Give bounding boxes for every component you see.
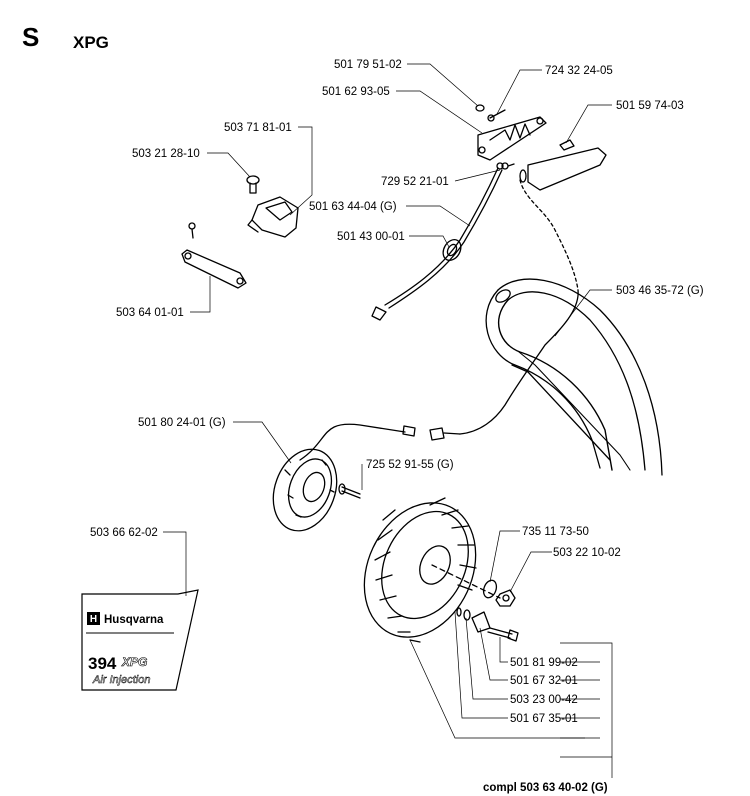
label-501-79-51-02: 501 79 51-02 (334, 59, 402, 71)
ignition-module-part (247, 196, 299, 238)
label-501-80-24-01: 501 80 24-01 (G) (138, 417, 226, 429)
decal-model-suffix: XPG (121, 655, 147, 669)
label-725-52-91-55: 725 52 91-55 (G) (366, 459, 454, 471)
screw-725-part (338, 483, 361, 499)
plate-503-64-part (181, 222, 247, 289)
label-503-21-28-10: 503 21 28-10 (132, 148, 200, 160)
decal-tagline: Air Injection (92, 674, 150, 686)
husqvarna-logo-icon (87, 612, 100, 625)
label-compl-503-63-40-02: compl 503 63 40-02 (G) (483, 782, 608, 794)
spring-part (456, 607, 462, 617)
screw-503-21-part (246, 175, 260, 194)
label-729-52-21-01: 729 52 21-01 (381, 176, 449, 188)
handle-bar-part (485, 278, 663, 476)
nut-501-79-part (475, 104, 485, 112)
label-503-71-81-01: 503 71 81-01 (224, 122, 292, 134)
bolt-501-81-part (487, 627, 519, 642)
leader-lines (163, 63, 613, 778)
screw-724-part (487, 109, 506, 122)
decal-part: H Husqvarna 394 XPG Air Injection (81, 589, 199, 691)
ignition-lead-part (371, 162, 504, 321)
section-letter: S (22, 22, 40, 52)
pawl-part (471, 611, 491, 633)
flywheel-part (363, 497, 477, 643)
label-501-63-44-04: 501 63 44-04 (G) (309, 201, 397, 213)
part-labels: 501 79 51-02 724 32 24-05 501 62 93-05 5… (90, 59, 704, 794)
label-503-46-35-72: 503 46 35-72 (G) (616, 285, 704, 297)
label-503-22-10-02: 503 22 10-02 (553, 547, 621, 559)
generator-coil-part (272, 423, 416, 532)
nut-503-22-part (495, 589, 516, 607)
page-title: XPG (73, 33, 109, 52)
label-735-11-73-50: 735 11 73-50 (522, 526, 589, 538)
decal-brand: Husqvarna (104, 614, 164, 626)
label-501-62-93-05: 501 62 93-05 (322, 86, 390, 98)
label-501-67-35-01: 501 67 35-01 (510, 713, 578, 725)
svg-text:H: H (90, 614, 97, 625)
label-501-67-32-01: 501 67 32-01 (510, 675, 578, 687)
screw-729-part (501, 162, 515, 170)
label-724-32-24-05: 724 32 24-05 (545, 65, 613, 77)
label-501-43-00-01: 501 43 00-01 (337, 231, 405, 243)
washer-735-part (482, 579, 498, 599)
label-503-66-62-02: 503 66 62-02 (90, 527, 158, 539)
label-503-64-01-01: 503 64 01-01 (116, 307, 184, 319)
washer-503-23-part (463, 609, 471, 621)
switch-cable-part (429, 179, 579, 441)
label-503-23-00-42: 503 23 00-42 (510, 694, 578, 706)
decal-model-number: 394 (88, 654, 117, 673)
label-501-59-74-03: 501 59 74-03 (616, 100, 684, 112)
switch-cover-part (519, 139, 607, 191)
assembly-axis (431, 564, 501, 599)
label-501-81-99-02: 501 81 99-02 (510, 657, 578, 669)
bracket-plate-part (477, 116, 547, 161)
